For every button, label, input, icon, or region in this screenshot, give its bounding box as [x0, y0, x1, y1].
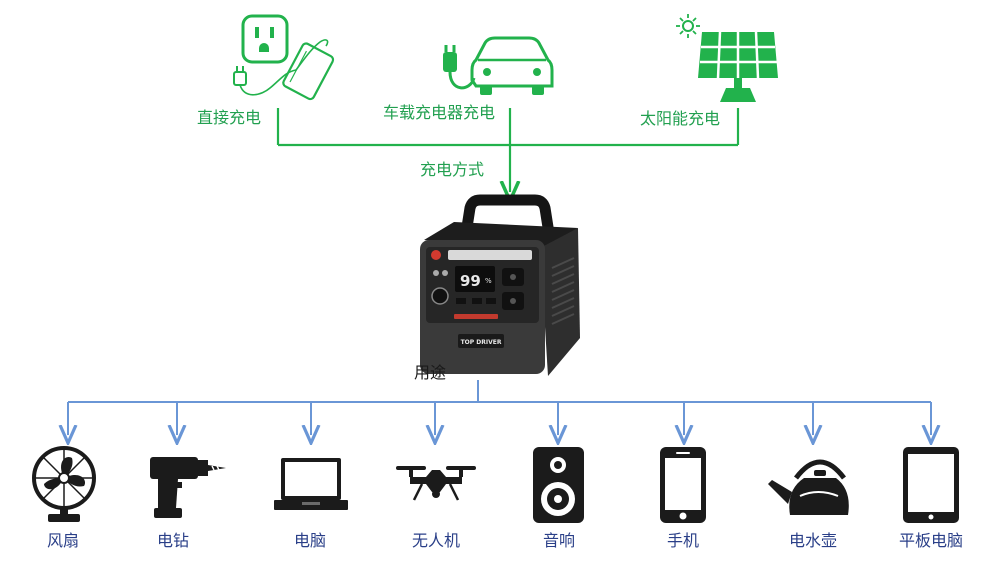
charging-title: 充电方式	[420, 160, 485, 179]
kettle-icon	[768, 459, 849, 515]
charging-connectors	[276, 108, 740, 192]
source-label-solar: 太阳能充电	[640, 109, 721, 128]
source-label-car: 车载充电器充电	[383, 103, 496, 122]
usage-label-phone: 手机	[667, 531, 700, 550]
drone-icon	[396, 466, 476, 501]
usage-label-drill: 电钻	[157, 531, 190, 550]
usage-title: 用途	[414, 363, 447, 382]
tablet-icon	[903, 447, 959, 523]
wall-outlet-adapter-icon	[233, 14, 335, 101]
usage-connectors	[68, 380, 931, 435]
display-value: 99	[460, 272, 481, 290]
usage-label-tablet: 平板电脑	[899, 531, 964, 550]
car-charger-icon	[443, 36, 554, 95]
drill-icon	[150, 457, 226, 518]
usage-label-kettle: 电水壶	[789, 531, 838, 550]
laptop-icon	[274, 458, 348, 510]
usage-label-speaker: 音响	[543, 531, 576, 550]
speaker-icon	[533, 447, 584, 523]
fan-icon	[32, 446, 96, 522]
source-label-direct: 直接充电	[197, 108, 262, 127]
display-unit: %	[485, 277, 492, 285]
brand-plate: TOP DRIVER	[461, 339, 502, 346]
usage-label-laptop: 电脑	[294, 531, 327, 550]
power-station-image: 99 % TOP DRIVER	[420, 194, 580, 376]
usage-label-drone: 无人机	[412, 531, 461, 550]
phone-icon	[660, 447, 706, 523]
solar-panel-icon	[676, 14, 778, 102]
usage-label-fan: 风扇	[47, 531, 80, 550]
